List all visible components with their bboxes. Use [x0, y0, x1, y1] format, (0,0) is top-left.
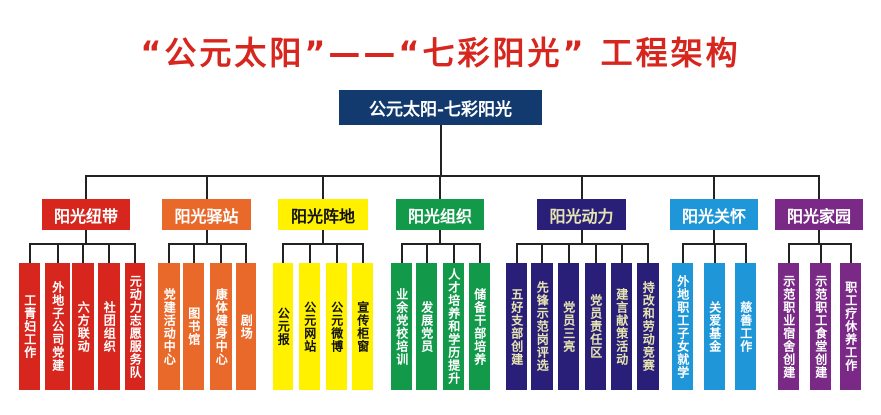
item-node: 储备干部培养 — [469, 263, 490, 390]
connector-line — [335, 243, 338, 263]
item-node: 慈善工作 — [735, 263, 756, 390]
connector-line — [168, 243, 170, 263]
connector-line — [86, 175, 819, 177]
category-node: 阳光关怀 — [670, 199, 758, 230]
item-node: 六方联动 — [72, 263, 94, 390]
connector-line — [85, 230, 87, 243]
connector-line — [478, 243, 481, 263]
item-node: 外地子公司党建 — [45, 263, 70, 390]
category-node: 阳光驿站 — [162, 199, 251, 230]
category-node: 阳光家园 — [775, 199, 863, 230]
connector-line — [620, 243, 623, 263]
root-node: 公元太阳-七彩阳光 — [339, 90, 542, 125]
item-node: 公元微博 — [326, 263, 347, 390]
connector-line — [515, 243, 518, 263]
connector-line — [787, 243, 790, 263]
connector-line — [205, 175, 208, 199]
item-node: 党员责任区 — [585, 263, 606, 390]
item-node: 元动力志愿服务队 — [125, 263, 145, 390]
item-node: 外地职工子女就学 — [672, 263, 693, 390]
item-node: 康体健身中心 — [210, 263, 232, 390]
item-node: 社团组织 — [98, 263, 120, 390]
item-node: 党建活动中心 — [158, 263, 180, 390]
category-node: 阳光动力 — [537, 199, 626, 230]
item-node: 持改和劳动竞赛 — [637, 263, 659, 390]
connector-line — [541, 243, 543, 263]
connector-line — [647, 243, 649, 263]
category-node: 阳光组织 — [396, 199, 484, 230]
category-node: 阳光阵地 — [278, 199, 368, 230]
connector-line — [322, 175, 324, 199]
item-node: 关爱基金 — [704, 263, 725, 390]
connector-line — [744, 243, 747, 263]
connector-line — [82, 243, 84, 263]
connector-line — [580, 175, 583, 199]
item-node: 职工疗休养工作 — [840, 263, 861, 390]
connector-line — [681, 243, 684, 263]
connector-line — [580, 230, 583, 243]
item-node: 工青妇工作 — [19, 263, 40, 390]
connector-line — [169, 243, 246, 245]
item-node: 发展党员 — [416, 263, 437, 390]
connector-line — [56, 243, 59, 263]
connector-line — [713, 175, 715, 199]
connector-line — [245, 243, 247, 263]
item-node: 图书馆 — [183, 263, 204, 390]
item-node: 党员三亮 — [558, 263, 579, 390]
connector-line — [322, 230, 324, 243]
connector-line — [439, 230, 441, 243]
connector-line — [425, 243, 428, 263]
item-node: 剧场 — [236, 263, 256, 390]
category-node: 阳光纽带 — [42, 199, 130, 230]
item-node: 人才培养和学历提升 — [443, 263, 464, 390]
connector-line — [818, 230, 820, 243]
item-node: 公元网站 — [299, 263, 320, 390]
connector-line — [361, 243, 364, 263]
connector-line — [308, 243, 311, 263]
connector-line — [713, 230, 715, 243]
item-node: 示范职业宿舍创建 — [778, 263, 799, 390]
item-node: 公元报 — [273, 263, 293, 390]
connector-line — [283, 243, 363, 245]
connector-line — [108, 243, 110, 263]
connector-line — [400, 243, 403, 263]
connector-line — [134, 243, 136, 263]
connector-line — [28, 243, 31, 263]
connector-line — [516, 243, 648, 245]
connector-line — [452, 243, 455, 263]
connector-line — [85, 175, 87, 199]
connector-line — [205, 230, 208, 243]
connector-line — [440, 125, 442, 175]
connector-line — [818, 175, 820, 199]
connector-line — [594, 243, 597, 263]
item-node: 先锋示范岗评选 — [531, 263, 553, 390]
connector-line — [220, 243, 222, 263]
connector-line — [713, 243, 716, 263]
connector-line — [192, 243, 195, 263]
item-node: 示范职工食堂创建 — [810, 263, 831, 390]
connector-line — [401, 243, 480, 245]
connector-line — [849, 243, 852, 263]
item-node: 五好支部创建 — [506, 263, 527, 390]
item-node: 业余党校培训 — [391, 263, 412, 390]
item-node: 宣传柜窗 — [352, 263, 373, 390]
connector-line — [819, 243, 822, 263]
connector-line — [282, 243, 284, 263]
connector-line — [567, 243, 570, 263]
connector-line — [439, 175, 441, 199]
diagram-title: “公元太阳”——“七彩阳光” 工程架构 — [140, 34, 741, 72]
item-node: 建言献策活动 — [611, 263, 632, 390]
